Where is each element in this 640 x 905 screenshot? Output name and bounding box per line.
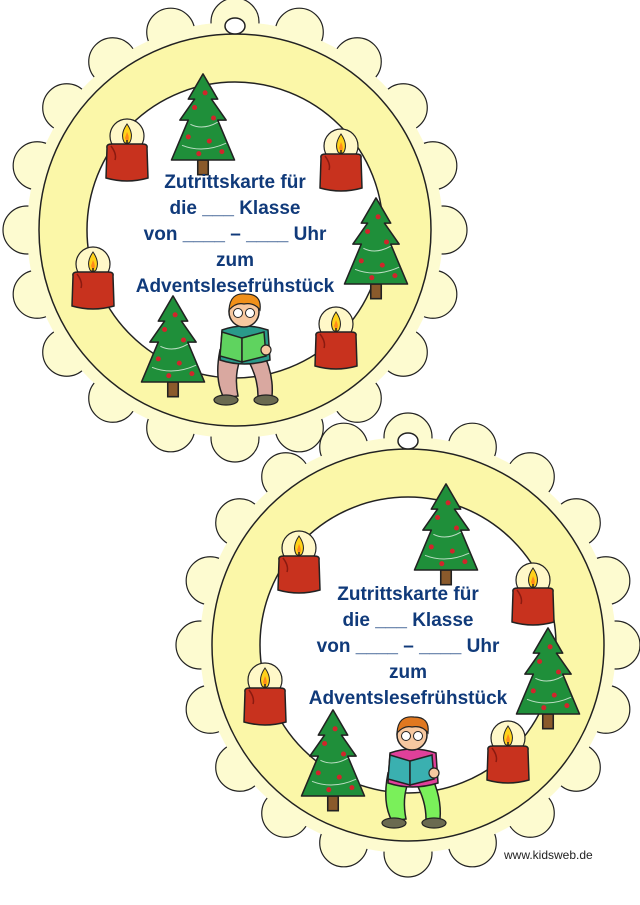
- card-2: [175, 412, 640, 878]
- card-2-zum: zum: [389, 662, 427, 683]
- candle-icon: [319, 128, 363, 192]
- candle-icon: [243, 662, 287, 726]
- card-2-time-line: von ____ – ____ Uhr: [316, 636, 500, 657]
- candle-icon: [105, 118, 149, 182]
- tree-icon: [515, 627, 581, 730]
- card-2-class-line: die ___ Klasse: [342, 610, 474, 631]
- footer-url: www.kidsweb.de: [504, 848, 593, 862]
- candle-icon: [71, 246, 115, 310]
- candle-icon: [314, 306, 358, 370]
- tree-icon: [413, 483, 479, 586]
- card-1-text: Zutrittskarte für die ___ Klasse von ___…: [120, 170, 350, 300]
- card-1-time-line: von ____ – ____ Uhr: [143, 224, 327, 245]
- card-1-class-line: die ___ Klasse: [169, 198, 301, 219]
- tree-icon: [170, 73, 236, 176]
- card-1-event-name: Adventslesefrühstück: [135, 276, 335, 297]
- candle-icon: [277, 530, 321, 594]
- card-2-title: Zutrittskarte für: [337, 584, 479, 605]
- card-1-zum: zum: [216, 250, 254, 271]
- hanging-hole: [397, 432, 419, 450]
- tree-icon: [300, 709, 366, 812]
- card-2-text: Zutrittskarte für die ___ Klasse von ___…: [293, 582, 523, 712]
- card-1: [2, 0, 468, 463]
- tree-icon: [343, 197, 409, 300]
- tree-icon: [140, 295, 206, 398]
- hanging-hole: [224, 17, 246, 35]
- candle-icon: [486, 720, 530, 784]
- card-2-event-name: Adventslesefrühstück: [308, 688, 508, 709]
- card-1-title: Zutrittskarte für: [164, 172, 306, 193]
- candle-icon: [511, 562, 555, 626]
- reading-child-icon: [213, 293, 279, 406]
- reading-child-icon: [381, 716, 447, 829]
